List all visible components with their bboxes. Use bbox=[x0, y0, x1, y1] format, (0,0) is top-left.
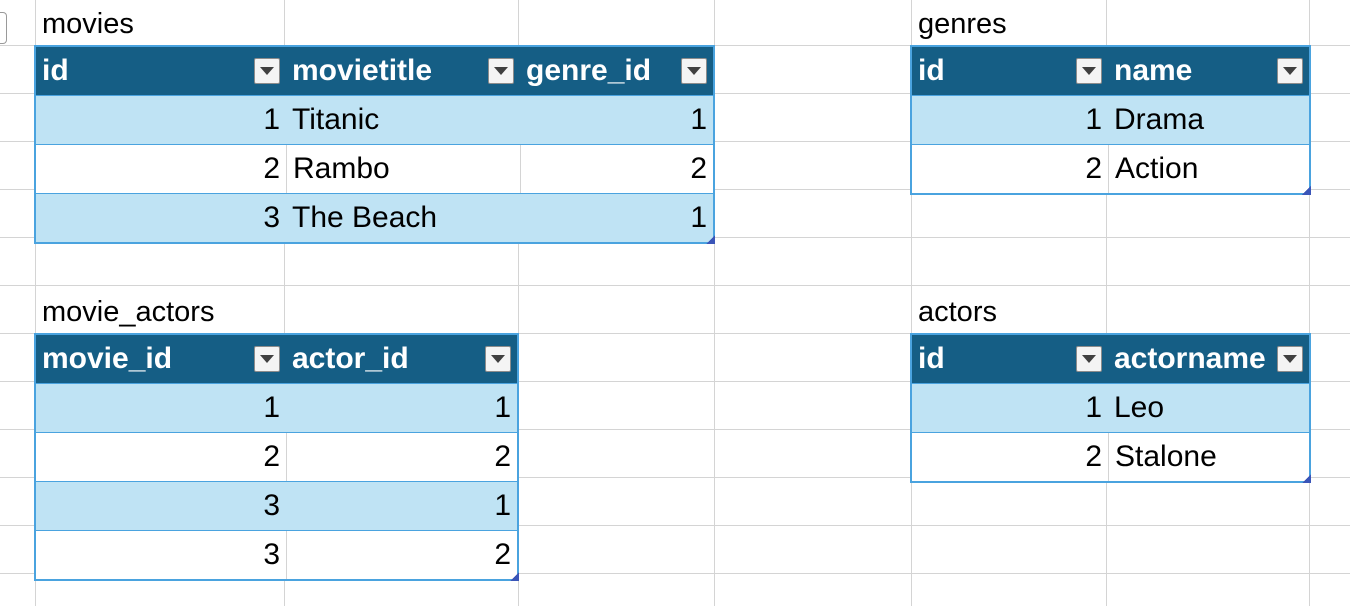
table-resize-handle-icon[interactable] bbox=[706, 235, 715, 244]
table-row[interactable]: 2 Action bbox=[912, 144, 1309, 193]
movies-table-caption[interactable]: movies bbox=[42, 8, 134, 40]
movies-cell-id[interactable]: 2 bbox=[263, 152, 280, 185]
movie-actors-table[interactable]: movie_id actor_id 1 1 2 2 3 1 3 2 bbox=[34, 333, 519, 581]
filter-dropdown-icon[interactable] bbox=[681, 58, 707, 84]
actors-cell-actorname[interactable]: Leo bbox=[1114, 391, 1165, 424]
movie-actors-header-movie-id[interactable]: movie_id bbox=[36, 335, 286, 383]
column-divider bbox=[1106, 0, 1107, 606]
movies-header-movietitle-label: movietitle bbox=[292, 54, 433, 87]
movie-actors-cell-movie-id[interactable]: 3 bbox=[263, 538, 280, 571]
genres-header-row: id name bbox=[912, 47, 1309, 95]
column-divider bbox=[1309, 0, 1310, 606]
movie-actors-cell-actor-id[interactable]: 1 bbox=[494, 489, 511, 522]
table-row[interactable]: 1 Leo bbox=[912, 383, 1309, 432]
genres-cell-id[interactable]: 1 bbox=[1085, 103, 1102, 136]
table-row[interactable]: 2 Rambo 2 bbox=[36, 144, 713, 193]
movies-cell-id[interactable]: 3 bbox=[263, 201, 280, 234]
movies-cell-genre-id[interactable]: 1 bbox=[690, 103, 707, 136]
actors-cell-id[interactable]: 1 bbox=[1085, 391, 1102, 424]
row-divider bbox=[0, 333, 1350, 334]
expand-handle-icon[interactable] bbox=[0, 12, 7, 44]
column-divider bbox=[714, 0, 715, 606]
row-divider bbox=[0, 285, 1350, 286]
genres-header-name[interactable]: name bbox=[1108, 47, 1309, 95]
movies-header-genre-id-label: genre_id bbox=[526, 54, 652, 87]
actors-header-actorname[interactable]: actorname bbox=[1108, 335, 1309, 383]
movie-actors-cell-movie-id[interactable]: 1 bbox=[263, 391, 280, 424]
genres-cell-name[interactable]: Drama bbox=[1114, 103, 1205, 136]
genres-header-id[interactable]: id bbox=[912, 47, 1108, 95]
movies-cell-movietitle[interactable]: Rambo bbox=[286, 145, 520, 193]
filter-dropdown-icon[interactable] bbox=[1076, 58, 1102, 84]
filter-dropdown-icon[interactable] bbox=[1076, 346, 1102, 372]
genres-cell-id[interactable]: 2 bbox=[1085, 152, 1102, 185]
genres-table-caption[interactable]: genres bbox=[918, 8, 1007, 40]
movie-actors-table-caption[interactable]: movie_actors bbox=[42, 296, 215, 328]
movie-actors-header-row: movie_id actor_id bbox=[36, 335, 517, 383]
table-row[interactable]: 2 2 bbox=[36, 432, 517, 481]
genres-header-name-label: name bbox=[1114, 54, 1193, 87]
filter-dropdown-icon[interactable] bbox=[1277, 58, 1303, 84]
movies-header-id[interactable]: id bbox=[36, 47, 286, 95]
actors-cell-actorname[interactable]: Stalone bbox=[1108, 433, 1309, 481]
movies-header-genre-id[interactable]: genre_id bbox=[520, 47, 713, 95]
actors-header-row: id actorname bbox=[912, 335, 1309, 383]
genres-table[interactable]: id name 1 Drama 2 Action bbox=[910, 45, 1311, 195]
row-divider bbox=[0, 573, 1350, 574]
column-divider bbox=[284, 0, 285, 606]
table-row[interactable]: 3 The Beach 1 bbox=[36, 193, 713, 242]
movies-header-id-label: id bbox=[42, 54, 69, 87]
column-divider bbox=[518, 0, 519, 606]
actors-header-id-label: id bbox=[918, 342, 945, 375]
actors-header-actorname-label: actorname bbox=[1114, 342, 1266, 375]
movies-table[interactable]: id movietitle genre_id 1 Titanic 1 2 Ram… bbox=[34, 45, 715, 244]
movies-cell-id[interactable]: 1 bbox=[263, 103, 280, 136]
table-row[interactable]: 1 1 bbox=[36, 383, 517, 432]
row-divider bbox=[0, 381, 1350, 382]
table-row[interactable]: 1 Titanic 1 bbox=[36, 95, 713, 144]
genres-header-id-label: id bbox=[918, 54, 945, 87]
filter-dropdown-icon[interactable] bbox=[488, 58, 514, 84]
table-row[interactable]: 3 1 bbox=[36, 481, 517, 530]
row-divider bbox=[0, 429, 1350, 430]
actors-cell-id[interactable]: 2 bbox=[1085, 440, 1102, 473]
actors-table[interactable]: id actorname 1 Leo 2 Stalone bbox=[910, 333, 1311, 483]
row-divider bbox=[0, 525, 1350, 526]
column-divider bbox=[911, 0, 912, 606]
row-divider bbox=[0, 477, 1350, 478]
movie-actors-cell-movie-id[interactable]: 2 bbox=[263, 440, 280, 473]
table-resize-handle-icon[interactable] bbox=[1302, 186, 1311, 195]
column-divider bbox=[35, 0, 36, 606]
filter-dropdown-icon[interactable] bbox=[1277, 346, 1303, 372]
actors-table-caption[interactable]: actors bbox=[918, 296, 997, 328]
movie-actors-cell-actor-id[interactable]: 2 bbox=[286, 433, 517, 481]
movies-cell-genre-id[interactable]: 2 bbox=[520, 145, 713, 193]
movies-header-row: id movietitle genre_id bbox=[36, 47, 713, 95]
movie-actors-header-actor-id[interactable]: actor_id bbox=[286, 335, 517, 383]
movie-actors-cell-actor-id[interactable]: 2 bbox=[286, 531, 517, 579]
movie-actors-cell-actor-id[interactable]: 1 bbox=[494, 391, 511, 424]
movies-cell-genre-id[interactable]: 1 bbox=[690, 201, 707, 234]
actors-header-id[interactable]: id bbox=[912, 335, 1108, 383]
movies-header-movietitle[interactable]: movietitle bbox=[286, 47, 520, 95]
table-resize-handle-icon[interactable] bbox=[1302, 474, 1311, 483]
movie-actors-header-movie-id-label: movie_id bbox=[42, 342, 173, 375]
table-resize-handle-icon[interactable] bbox=[510, 572, 519, 581]
filter-dropdown-icon[interactable] bbox=[485, 346, 511, 372]
table-row[interactable]: 3 2 bbox=[36, 530, 517, 579]
movie-actors-header-actor-id-label: actor_id bbox=[292, 342, 409, 375]
genres-cell-name[interactable]: Action bbox=[1108, 145, 1309, 193]
table-row[interactable]: 2 Stalone bbox=[912, 432, 1309, 481]
filter-dropdown-icon[interactable] bbox=[254, 58, 280, 84]
movies-cell-movietitle[interactable]: Titanic bbox=[292, 103, 380, 136]
movies-cell-movietitle[interactable]: The Beach bbox=[292, 201, 438, 234]
movie-actors-cell-movie-id[interactable]: 3 bbox=[263, 489, 280, 522]
table-row[interactable]: 1 Drama bbox=[912, 95, 1309, 144]
filter-dropdown-icon[interactable] bbox=[254, 346, 280, 372]
